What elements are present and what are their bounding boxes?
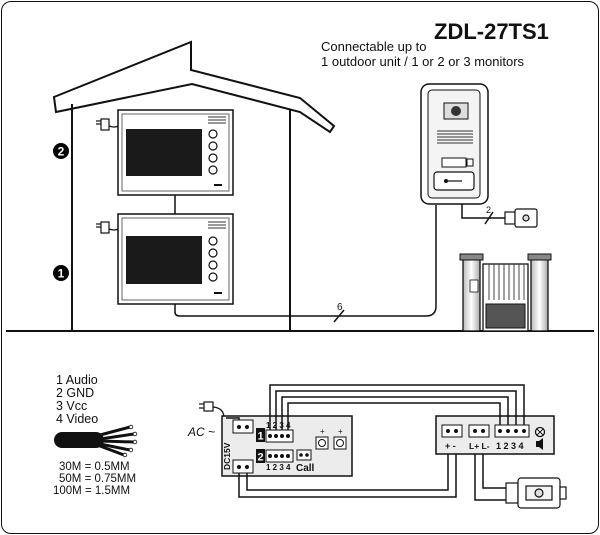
caption-line-2: 1 outdoor unit / 1 or 2 or 3 monitors — [321, 54, 525, 69]
power-adapter-1-icon — [96, 221, 119, 234]
monitor-badge-1: 1 — [53, 265, 69, 281]
key-icon — [444, 179, 448, 183]
cable-size-50m: 50M = 0.75MM — [59, 473, 136, 485]
house-outline — [52, 40, 336, 331]
monitor-2-screen — [126, 129, 202, 176]
legend-wire-1: 1 Audio — [56, 373, 98, 387]
name-plate — [441, 157, 467, 168]
power-terminal-label: + - — [445, 441, 456, 451]
cable-count-6: 6 — [337, 302, 343, 313]
electric-lock-bottom-icon — [505, 477, 567, 509]
pins-outdoor: 1 2 3 4 — [496, 441, 524, 451]
indoor-monitor-1 — [117, 213, 234, 305]
speaker-icon — [536, 438, 543, 450]
wiring-runs — [226, 384, 525, 501]
port-badge-2 — [256, 449, 265, 463]
electric-lock-top-icon — [504, 208, 538, 228]
model-title: ZDL-27TS1 — [434, 19, 549, 44]
svg-text:2: 2 — [58, 145, 65, 159]
monitor-2-buttons — [208, 129, 218, 175]
call-label: Call — [296, 463, 315, 474]
wire-legend: 1 Audio 2 GND 3 Vcc 4 Video — [56, 373, 98, 426]
ac-label: AC ~ — [187, 425, 215, 439]
camera-lens-icon — [451, 106, 461, 116]
volume-controls: + + — [315, 427, 347, 450]
legend-wire-4: 4 Video — [56, 412, 98, 426]
outdoor-terminal-panel: + - L+ L- 1 2 3 4 — [435, 415, 555, 455]
gate — [459, 253, 552, 332]
cable-size-table: 30M = 0.5MM 50M = 0.75MM 100M = 1.5MM — [53, 461, 136, 497]
outdoor-speaker-grille — [437, 130, 473, 144]
caption-line-1: Connectable up to — [321, 39, 427, 54]
monitor-1-screen — [126, 236, 202, 284]
dc15v-label: DC15V — [222, 442, 232, 470]
cable-size-100m: 100M = 1.5MM — [53, 485, 130, 497]
monitor-1-speaker-grille — [208, 221, 226, 229]
lock-cable — [461, 204, 505, 225]
power-adapter-2-icon — [96, 118, 119, 131]
monitor-badge-2: 2 — [53, 143, 69, 159]
volume-mark-a: + — [320, 427, 325, 436]
monitor-2-speaker-grille — [208, 116, 226, 124]
monitor-terminal-panel: DC15V 1 1 2 3 4 2 1 2 3 4 Call — [221, 415, 353, 477]
main-cable — [174, 205, 437, 323]
outdoor-unit — [420, 83, 489, 205]
legend-wire-3: 3 Vcc — [56, 399, 87, 413]
cable-bundle-icon — [54, 424, 138, 458]
pins-port-2: 1 2 3 4 — [266, 463, 291, 472]
pins-port-1: 1 2 3 4 — [266, 421, 291, 430]
legend-wire-2: 2 GND — [56, 386, 94, 400]
svg-text:1: 1 — [257, 431, 263, 443]
lock-terminal-label: L+ L- — [469, 441, 490, 451]
port-badge-1 — [256, 428, 265, 442]
cable-size-30m: 30M = 0.5MM — [59, 461, 130, 473]
monitor-1-buttons — [208, 236, 218, 282]
volume-mark-b: + — [338, 427, 343, 436]
cable-count-2: 2 — [486, 205, 491, 215]
svg-text:2: 2 — [257, 452, 263, 464]
svg-text:1: 1 — [58, 267, 65, 281]
indoor-monitor-2 — [117, 109, 234, 196]
